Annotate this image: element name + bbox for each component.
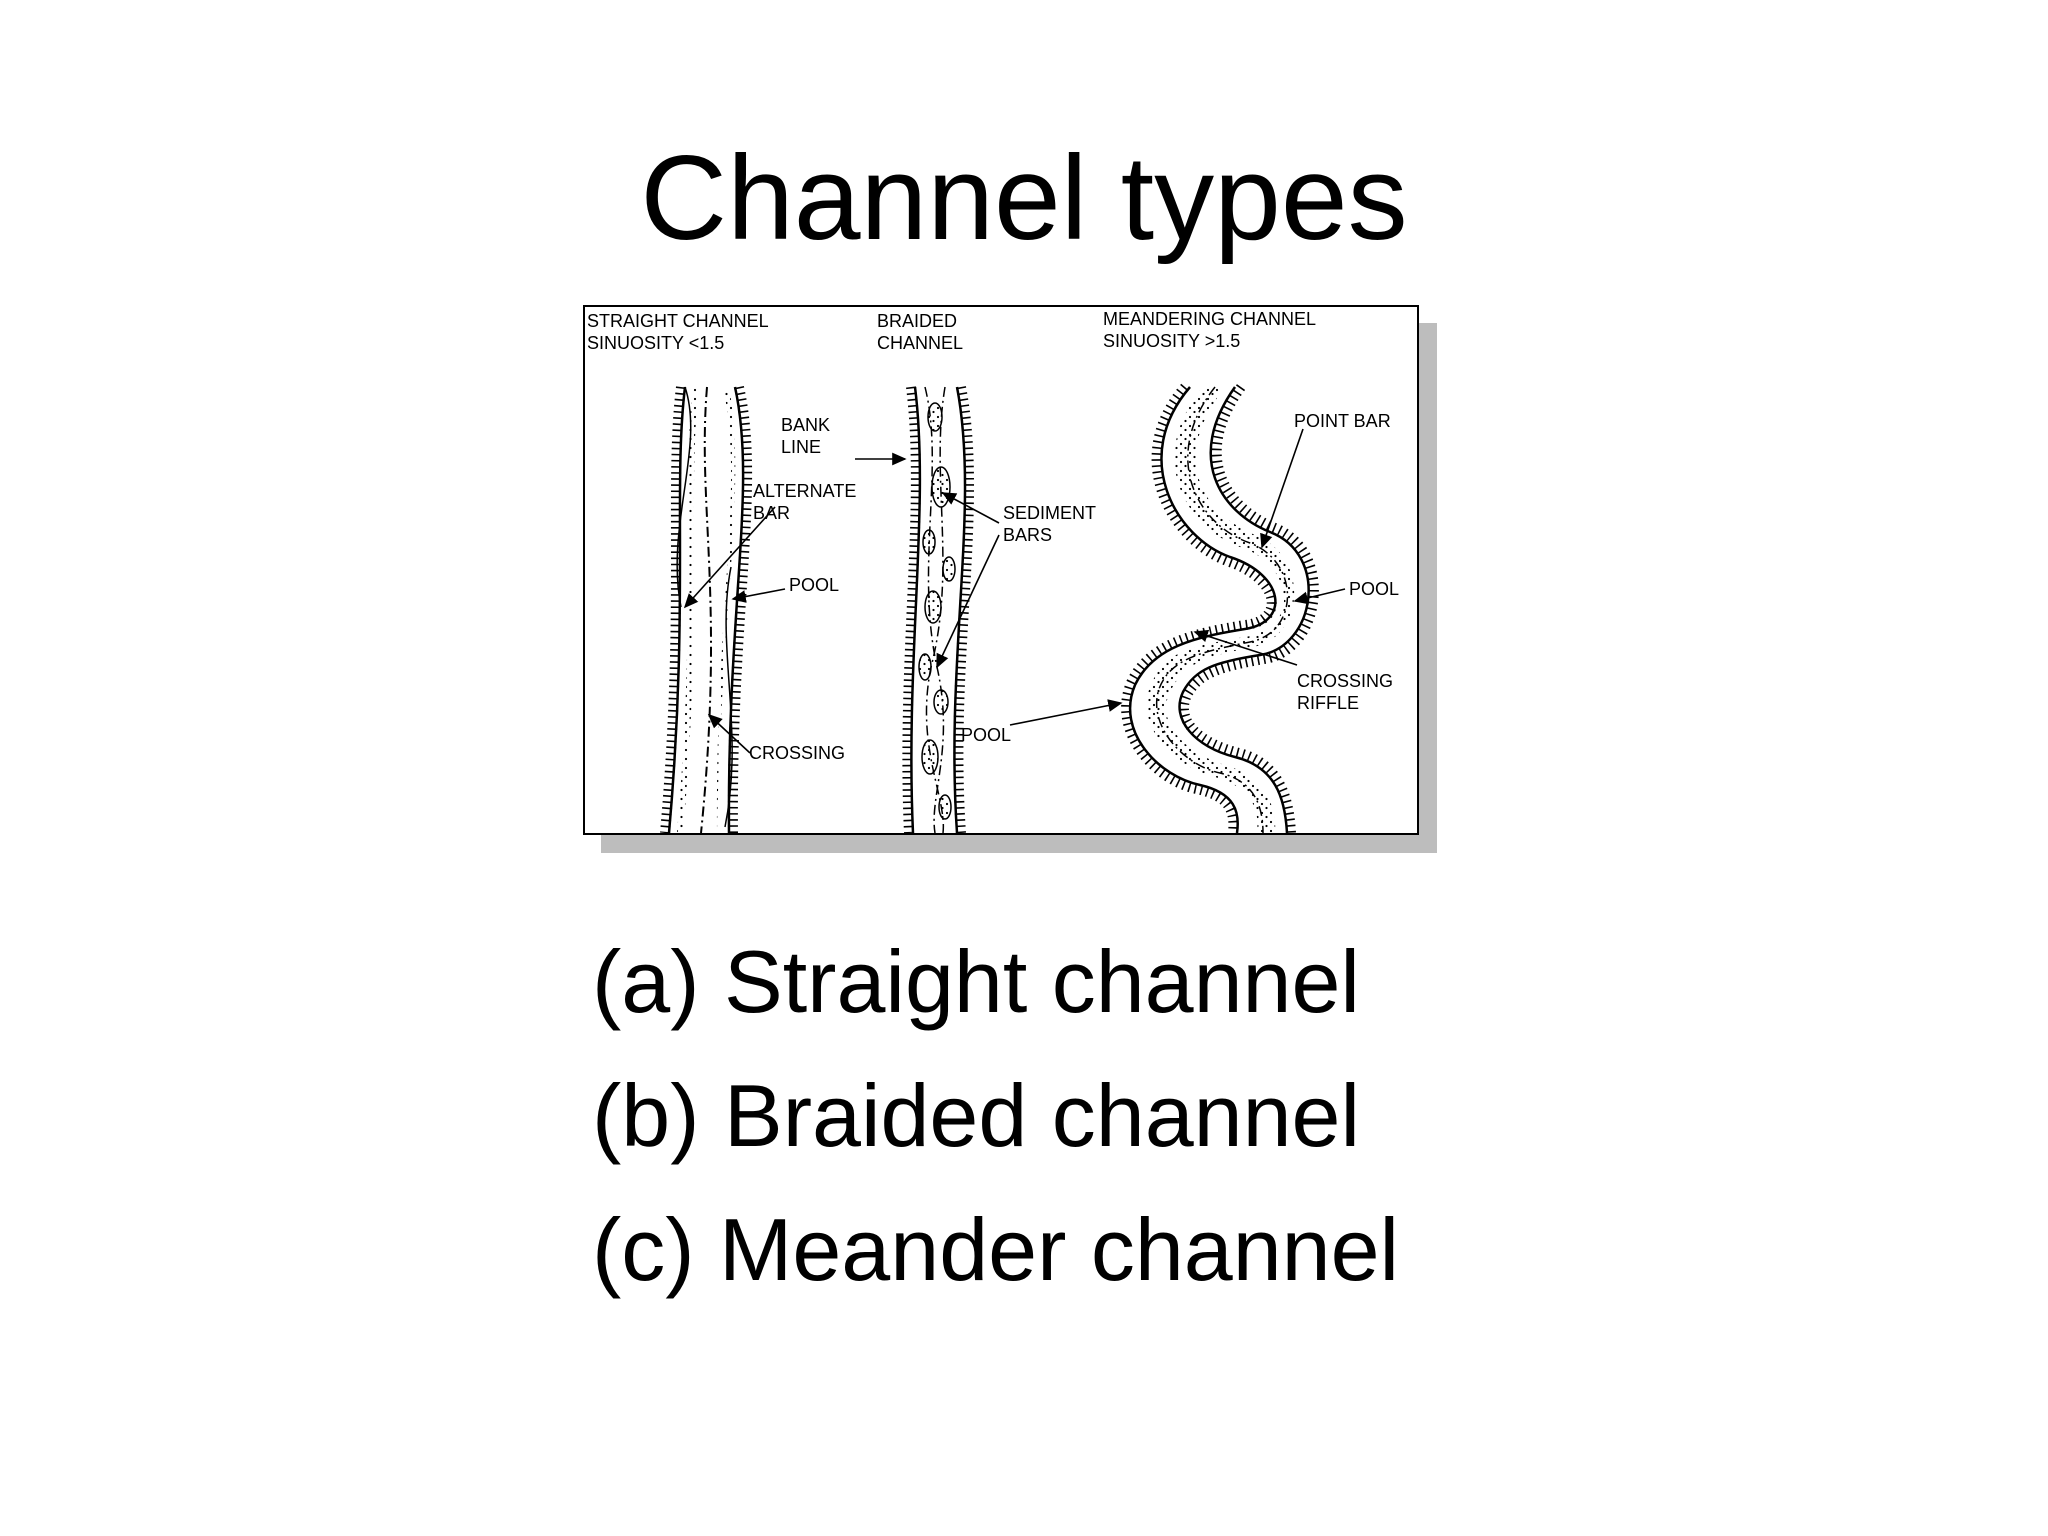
caption-braided-channel: (b) Braided channel: [592, 1066, 1361, 1165]
straight-channel-drawing: [660, 385, 753, 833]
channel-types-figure: STRAIGHT CHANNEL SINUOSITY <1.5 BRAIDED …: [583, 305, 1437, 853]
label-crossing-riffle: CROSSING: [1297, 671, 1393, 691]
label-bank-line: LINE: [781, 437, 821, 457]
label-alternate-bar: BAR: [753, 503, 790, 523]
figure-frame: STRAIGHT CHANNEL SINUOSITY <1.5 BRAIDED …: [583, 305, 1419, 835]
straight-header-line2: SINUOSITY <1.5: [587, 333, 724, 353]
meandering-header-line1: MEANDERING CHANNEL: [1103, 309, 1316, 329]
label-leader-arrows: [683, 428, 1346, 754]
braided-header-line1: BRAIDED: [877, 311, 957, 331]
label-sediment-bars: BARS: [1003, 525, 1052, 545]
braided-header-line2: CHANNEL: [877, 333, 963, 353]
label-bank: BANK: [781, 415, 830, 435]
label-pool-meander-left: POOL: [961, 725, 1011, 745]
caption-straight-channel: (a) Straight channel: [592, 932, 1360, 1031]
label-crossing: CROSSING: [749, 743, 845, 763]
meandering-header-line2: SINUOSITY >1.5: [1103, 331, 1240, 351]
label-alternate: ALTERNATE: [753, 481, 856, 501]
meandering-channel-drawing: [1121, 383, 1319, 833]
channel-type-captions: (a) Straight channel (b) Braided channel…: [592, 915, 1399, 1317]
caption-meander-channel: (c) Meander channel: [592, 1200, 1400, 1299]
braided-channel-drawing: [902, 386, 975, 833]
label-point-bar: POINT BAR: [1294, 411, 1391, 431]
channel-diagram: STRAIGHT CHANNEL SINUOSITY <1.5 BRAIDED …: [587, 309, 1399, 833]
label-pool-straight: POOL: [789, 575, 839, 595]
slide-title: Channel types: [640, 131, 1408, 265]
label-pool-meander-right: POOL: [1349, 579, 1399, 599]
label-sediment: SEDIMENT: [1003, 503, 1096, 523]
straight-header-line1: STRAIGHT CHANNEL: [587, 311, 769, 331]
label-riffle: RIFFLE: [1297, 693, 1359, 713]
